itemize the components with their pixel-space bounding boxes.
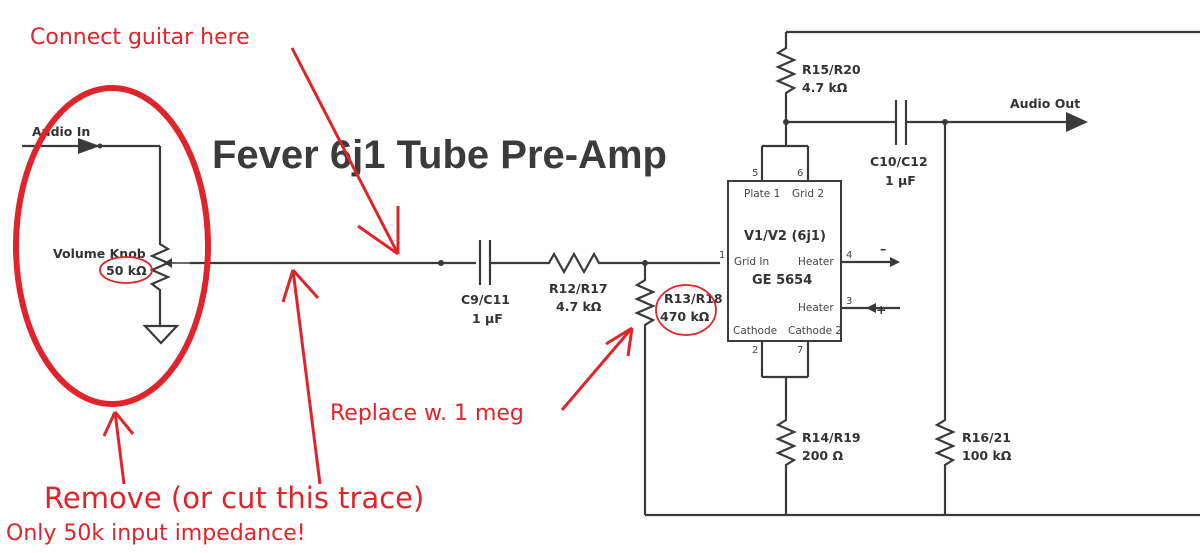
volume-knob-label: Volume Knob <box>53 246 146 261</box>
c10-c12-value: 1 µF <box>885 173 916 188</box>
volume-knob-potentiometer <box>149 238 190 326</box>
arrow-remove <box>102 411 135 485</box>
r16-21-value: 100 kΩ <box>962 448 1012 463</box>
r16-21-label: R16/21 <box>962 430 1011 445</box>
pin-number-2: 2 <box>752 345 758 356</box>
resistor-r15-r20 <box>775 30 1200 146</box>
r12-r17-label: R12/R17 <box>549 281 608 296</box>
volume-knob-value: 50 kΩ <box>106 263 147 278</box>
annotation-connect-guitar: Connect guitar here <box>30 25 250 50</box>
c10-c12-label: C10/C12 <box>870 154 928 169</box>
input-trace <box>190 260 476 266</box>
resistor-r13-r18 <box>634 263 656 515</box>
resistor-r12-r17 <box>540 251 720 275</box>
pin-grid-in: Grid In <box>734 256 769 268</box>
pin-number-6: 6 <box>797 168 803 179</box>
r14-r19-label: R14/R19 <box>802 430 861 445</box>
r15-r20-value: 4.7 kΩ <box>802 80 848 95</box>
cathode-label-mask <box>779 324 788 337</box>
heater-minus: – <box>880 241 886 256</box>
remove-circle <box>13 85 211 407</box>
r13-r18-value: 470 kΩ <box>660 309 710 324</box>
audio-out-label: Audio Out <box>1010 96 1080 111</box>
tube-chip <box>727 144 900 379</box>
pin-heater-1: Heater <box>798 256 834 268</box>
volume-value-circle <box>99 256 153 284</box>
tube-part: GE 5654 <box>752 273 812 288</box>
arrow-cut-trace <box>281 269 322 485</box>
arrow-connect-guitar <box>290 47 400 256</box>
tube-name: V1/V2 (6j1) <box>744 229 826 244</box>
audio-in-line <box>22 138 162 238</box>
c9-c11-label: C9/C11 <box>461 292 510 307</box>
resistor-r16-21 <box>934 122 956 515</box>
pin-cathode-2: Cathode 2 <box>788 325 842 337</box>
pin-number-4: 4 <box>846 250 852 261</box>
pin-plate-1: Plate 1 <box>744 188 780 200</box>
pin-heater-2: Heater <box>798 302 834 314</box>
capacitor-c9-c11 <box>478 240 540 285</box>
r13-r18-label: R13/R18 <box>664 291 723 306</box>
resistor-r14-r19 <box>775 377 797 515</box>
pin-number-5: 5 <box>752 168 758 179</box>
pin-number-1: 1 <box>719 250 725 261</box>
annotation-remove: Remove (or cut this trace) <box>44 481 424 515</box>
pin-cathode-1: Cathode 1 <box>733 325 787 337</box>
diagram-title: Fever 6j1 Tube Pre-Amp <box>212 133 667 177</box>
r14-r19-value: 200 Ω <box>802 448 843 463</box>
pin-number-3: 3 <box>846 296 852 307</box>
heater-plus: + <box>876 302 886 317</box>
r13-value-circle <box>655 284 717 336</box>
annotation-replace: Replace w. 1 meg <box>330 401 524 426</box>
annotation-impedance: Only 50k input impedance! <box>6 521 306 546</box>
r15-r20-label: R15/R20 <box>802 62 861 77</box>
pin-number-7: 7 <box>797 345 803 356</box>
arrow-replace <box>560 326 634 411</box>
pin-grid-2: Grid 2 <box>792 188 824 200</box>
capacitor-c10-c12 <box>786 100 1088 145</box>
c9-c11-value: 1 µF <box>472 311 503 326</box>
r12-r17-value: 4.7 kΩ <box>556 299 602 314</box>
ground-symbol <box>142 324 180 345</box>
